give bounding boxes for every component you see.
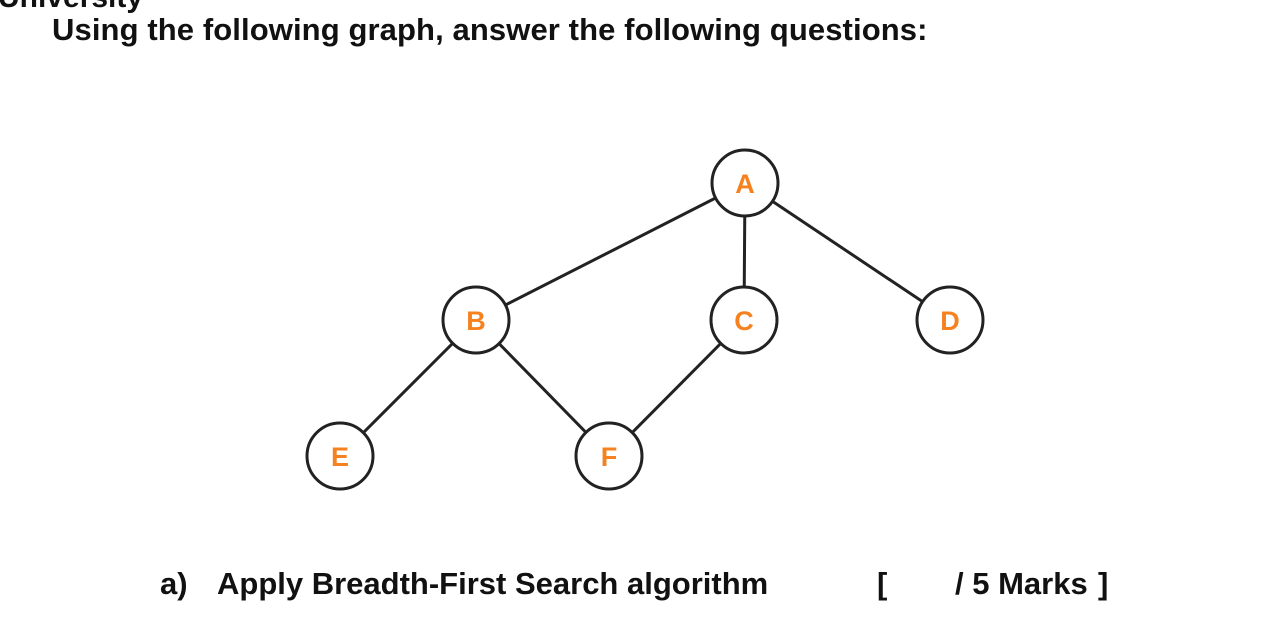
graph-node-circle [305,421,375,491]
graph-edges [338,181,951,458]
graph-node-circle [709,285,779,355]
graph-node-d: D [915,285,985,355]
cut-off-heading: University [0,0,143,13]
graph-node-circle [710,148,780,218]
graph-edge-a-d [744,181,951,322]
graph-node-label: E [331,442,349,472]
graph-node-circle [441,285,511,355]
graph-node-c: C [709,285,779,355]
graph-node-circle [915,285,985,355]
graph-node-b: B [441,285,511,355]
graph-node-f: F [574,421,644,491]
graph-node-circle [574,421,644,491]
graph-node-e: E [305,421,375,491]
graph-node-label: F [601,442,618,472]
graph-edge-a-b [475,181,746,322]
marks-bracket-open: [ [877,566,888,601]
question-a-label: a) [160,566,188,601]
graph-node-a: A [710,148,780,218]
marks-bracket-close: ] [1098,566,1109,601]
graph-nodes: A B C D E F [305,148,985,491]
graph-node-label: B [466,306,486,336]
graph-node-label: D [940,306,960,336]
question-a-text: Apply Breadth-First Search algorithm [217,566,769,601]
marks-value: / 5 Marks [955,566,1088,601]
graph-node-label: A [735,169,755,199]
graph-node-label: C [734,306,754,336]
instruction-text: Using the following graph, answer the fo… [52,12,928,47]
